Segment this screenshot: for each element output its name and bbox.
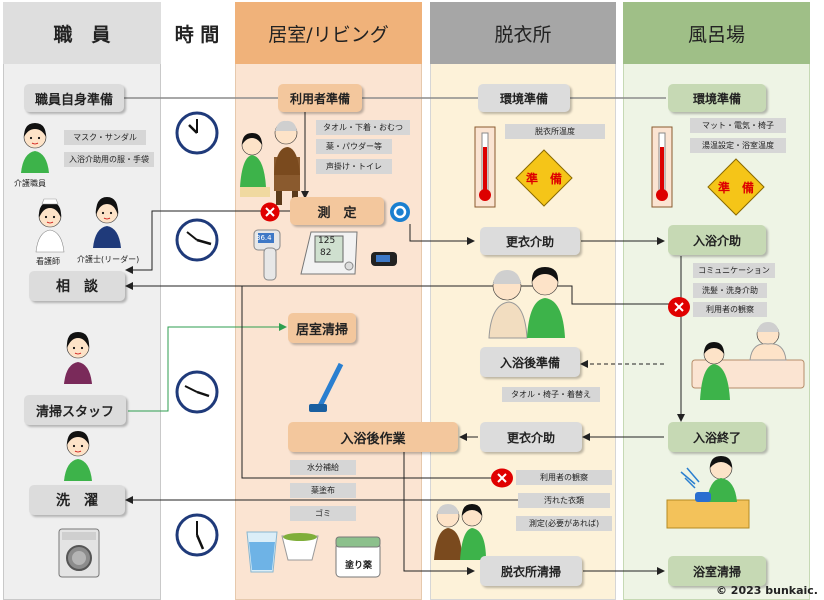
dirty-clothes-item: 汚れた衣類 — [518, 493, 610, 508]
care-worker-figure — [21, 123, 49, 173]
pulse-oximeter-icon — [371, 252, 397, 266]
bath-ready-sign-label: 準 備 — [717, 181, 754, 195]
washing-machine-icon — [58, 528, 100, 578]
clock-icon — [175, 370, 219, 414]
consult-box: 相 談 — [29, 271, 125, 301]
dressing-column-header: 脱衣所 — [430, 2, 616, 64]
after-bath-item: 薬塗布 — [290, 483, 356, 498]
thermometer-reading: 36.4 — [256, 234, 272, 242]
ng-mark-icon — [668, 297, 690, 317]
after-bath-item: 水分補給 — [290, 460, 356, 475]
bath-assist-box: 入浴介助 — [668, 225, 766, 255]
blood-pressure-monitor-icon — [300, 231, 358, 275]
thermometer-icon — [651, 126, 673, 208]
clock-icon — [175, 111, 219, 155]
leader-figure — [93, 197, 121, 248]
ng-mark-icon — [260, 202, 280, 222]
dressing-ready-sign-label: 準 備 — [525, 172, 562, 186]
ng-mark-icon — [491, 468, 513, 488]
dressing-cleaning-box: 脱衣所清掃 — [480, 556, 582, 586]
nurse-label: 看護師 — [36, 257, 60, 266]
dressing-env-prep-box: 環境準備 — [478, 84, 570, 112]
cleaning-staff-box: 清掃スタッフ — [24, 395, 126, 425]
dressing-env-item: 脱衣所温度 — [505, 124, 605, 139]
water-glass-icon — [246, 531, 278, 573]
staff-prep-item: マスク・サンダル — [64, 130, 146, 145]
bath-env-prep-box: 環境準備 — [668, 84, 766, 112]
bath-cleaning-illustration — [666, 456, 750, 529]
clock-icon — [175, 513, 219, 557]
measure-box: 測 定 — [290, 197, 384, 225]
after-bath-prep-item: タオル・椅子・着替え — [502, 387, 600, 402]
change-assist-illustration — [488, 267, 565, 339]
thermometer-gun-icon — [253, 229, 281, 281]
bathing-illustration — [691, 322, 805, 400]
cleaning-staff-figure — [64, 332, 92, 384]
ointment-label: 塗り薬 — [345, 561, 373, 571]
dressing-assist-illustration — [434, 504, 486, 560]
bath-column-header: 風呂場 — [623, 2, 810, 64]
leader-label: 介護士(リーダー) — [77, 255, 140, 264]
ointment-jar-icon — [335, 536, 381, 578]
ready-sign-icon — [515, 149, 573, 207]
measure-if-needed-item: 測定(必要があれば) — [516, 516, 612, 531]
change-assist-box-2: 更衣介助 — [480, 422, 582, 452]
ready-sign-icon — [707, 158, 765, 216]
staff-column-header: 職 員 — [3, 2, 161, 64]
after-bath-work-box: 入浴後作業 — [288, 422, 458, 452]
bp-reading-bottom: 82 — [320, 248, 332, 258]
bp-reading-top: 125 — [318, 236, 336, 246]
after-bath-item: ゴミ — [290, 506, 356, 521]
after-bath-prep-box: 入浴後準備 — [480, 347, 580, 377]
bath-assist-item: 利用者の観察 — [693, 302, 767, 317]
bath-env-item: マット・電気・椅子 — [690, 118, 786, 133]
user-prep-item: 薬・パウダー等 — [316, 139, 392, 154]
tea-cup-icon — [281, 533, 319, 561]
user-prep-box: 利用者準備 — [278, 84, 362, 112]
bath-env-item: 湯温設定・浴室温度 — [690, 138, 786, 153]
change-assist-box-1: 更衣介助 — [480, 227, 580, 255]
room-column-header: 居室/リビング — [235, 2, 422, 64]
room-cleaning-box: 居室清掃 — [288, 313, 356, 343]
laundry-staff-figure — [64, 431, 92, 481]
time-column-header: 時 間 — [174, 23, 220, 46]
observe-user-item: 利用者の観察 — [516, 470, 612, 485]
bathroom-cleaning-box: 浴室清掃 — [668, 556, 766, 586]
bath-assist-item: コミュニケーション — [693, 263, 775, 278]
staff-prep-box: 職員自身準備 — [24, 84, 124, 112]
staff-prep-item: 入浴介助用の服・手袋 — [64, 152, 154, 167]
vacuum-cleaner-icon — [309, 362, 344, 412]
clock-icon — [175, 218, 219, 262]
copyright-text: © 2023 bunkaic. — [715, 584, 818, 597]
care-scene-illustration — [240, 120, 300, 205]
ok-mark-icon — [390, 202, 410, 222]
bath-end-box: 入浴終了 — [668, 422, 766, 452]
nurse-figure — [35, 198, 65, 253]
care-worker-label: 介護職員 — [14, 179, 46, 188]
user-prep-item: 声掛け・トイレ — [316, 159, 392, 174]
laundry-box: 洗 濯 — [29, 485, 125, 515]
bath-assist-item: 洗髪・洗身介助 — [693, 283, 767, 298]
thermometer-icon — [474, 126, 496, 208]
user-prep-item: タオル・下着・おむつ — [316, 120, 410, 135]
